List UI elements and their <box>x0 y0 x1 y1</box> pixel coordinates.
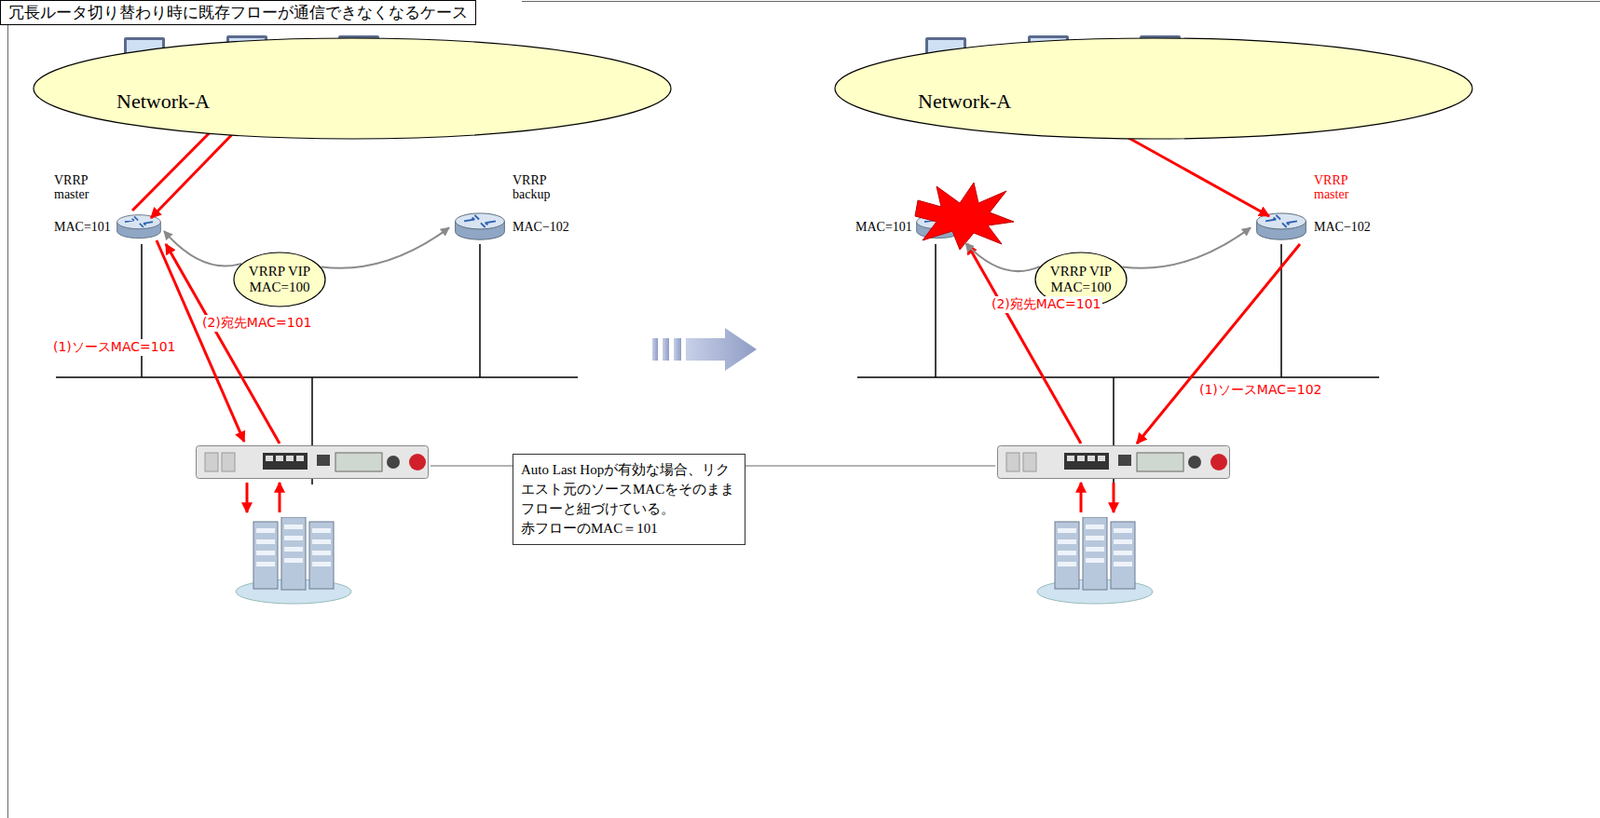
frame-line <box>8 1 1600 818</box>
router-node: VRRP masterMAC=101 <box>52 173 165 243</box>
node-text: MAC−102 <box>512 219 570 234</box>
node-text: VRRP master <box>54 173 109 202</box>
flow-label: (2)宛先MAC=101 <box>200 314 314 332</box>
node-text: MAC=100 <box>1050 279 1111 296</box>
node-text: VRRP VIP <box>248 263 311 280</box>
ellipse-outline <box>32 37 672 140</box>
vip-connector <box>164 231 242 266</box>
flow-label: (1)ソースMAC=101 <box>51 339 178 356</box>
node-text: 冗長ルータ切り替わり時に既存フローが通信できなくなるケース <box>8 1 468 24</box>
node-text: 赤フローのMAC＝101 <box>520 519 738 539</box>
ellipse-text: VRRP VIPMAC=100 <box>232 251 327 308</box>
router-node: VRRP backupMAC−102 <box>449 173 580 243</box>
vip-ellipse: VRRP VIPMAC=100 <box>232 251 327 308</box>
node-text: MAC=100 <box>248 279 310 296</box>
network-wires <box>55 244 1380 485</box>
vip-connector <box>965 243 1040 272</box>
ellipse-outline <box>834 37 1474 140</box>
router-node: MAC=101 <box>853 205 966 247</box>
node-text: MAC=101 <box>54 219 111 234</box>
vip-connector <box>321 227 450 268</box>
node-text: VRRP master <box>1313 173 1368 202</box>
node-text: Network-A <box>917 89 1012 114</box>
flow-arrows <box>132 90 1300 513</box>
router-node: VRRP masterMAC−102 <box>1250 173 1382 243</box>
node-text: Network-A <box>116 89 210 114</box>
flow-label: (1)ソースMAC=102 <box>1197 382 1324 399</box>
failure-explosion <box>915 182 1014 250</box>
title-box: 冗長ルータ切り替わり時に既存フローが通信できなくなるケース <box>0 0 477 26</box>
node-text: MAC−102 <box>1313 219 1371 234</box>
node-text: VRRP VIP <box>1050 263 1112 280</box>
node-text: VRRP backup <box>512 173 567 202</box>
network-ellipse: Network-A <box>32 37 672 140</box>
node-text: MAC=101 <box>855 219 913 234</box>
callout-box: Auto Last Hopが有効な場合、リクエスト元のソースMACをそのままフロ… <box>512 453 746 546</box>
node-text: Auto Last Hopが有効な場合、リクエスト元のソースMACをそのままフロ… <box>520 460 738 520</box>
router-icons <box>117 213 1307 240</box>
network-ellipse: Network-A <box>834 37 1474 140</box>
vip-connector <box>1122 227 1251 268</box>
transition-arrow <box>652 328 757 371</box>
flow-label: (2)宛先MAC=101 <box>989 296 1103 314</box>
